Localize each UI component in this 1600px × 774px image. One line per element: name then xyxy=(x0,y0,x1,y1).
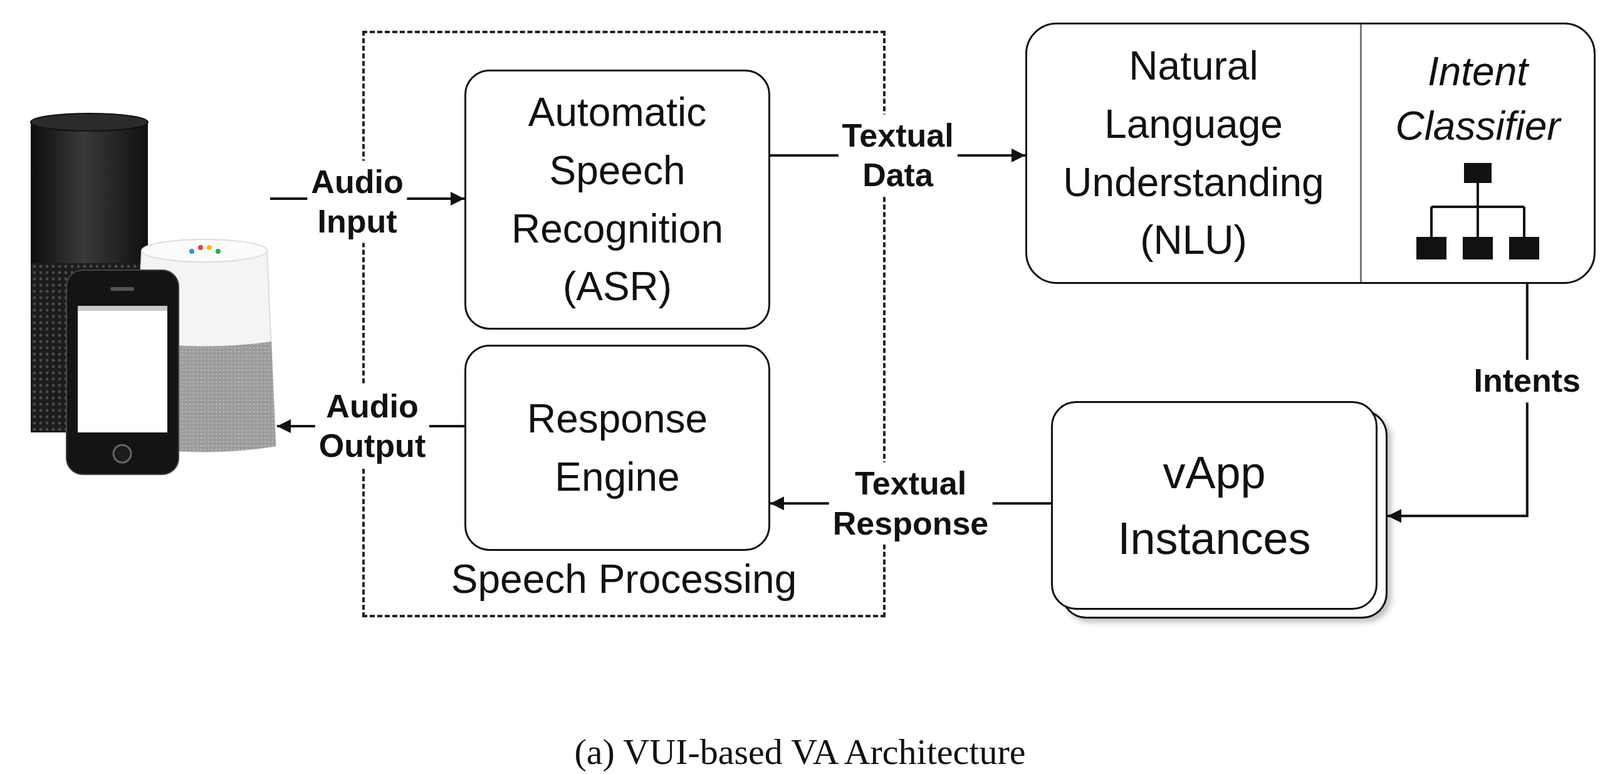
edge-label: Textual Response xyxy=(829,462,993,545)
group-title: Speech Processing xyxy=(364,550,884,609)
node-compartment: Natural Language Understanding (NLU) xyxy=(1027,24,1362,283)
signal-label: Audio Input xyxy=(307,161,407,244)
group-label-holder: Speech Processing xyxy=(364,550,884,609)
node-text: Intent Classifier xyxy=(1371,44,1584,153)
tree-leaf xyxy=(1462,236,1493,260)
tree-leaf xyxy=(1416,236,1447,260)
edge-label: Textual Data xyxy=(837,114,957,197)
home-light xyxy=(215,248,221,254)
device-illustration xyxy=(30,113,276,475)
edge-label: Intents xyxy=(1470,360,1585,403)
home-top xyxy=(141,239,267,262)
stacked-box: vApp Instances xyxy=(1050,401,1378,610)
process-box: Response Engine xyxy=(464,344,771,551)
figure-caption: (a) VUI-based VA Architecture xyxy=(0,730,1600,774)
node-text: vApp Instances xyxy=(1065,439,1364,571)
group-box: Automatic Speech Recognition (ASR) Respon… xyxy=(362,30,886,618)
node-compartment: Intent Classifier xyxy=(1361,24,1594,283)
home-light xyxy=(198,245,204,251)
phone-body xyxy=(66,270,179,475)
node-text: Automatic Speech Recognition (ASR) xyxy=(478,83,756,316)
echo-top xyxy=(30,113,148,131)
phone-screen xyxy=(77,305,168,433)
phone-status-bar xyxy=(77,305,168,311)
node-text: Natural Language Understanding (NLU) xyxy=(1037,36,1350,270)
tree-leaf xyxy=(1509,236,1540,260)
tree-root xyxy=(1464,162,1492,184)
home-light xyxy=(206,245,212,251)
node-text: Response Engine xyxy=(478,389,756,507)
home-light xyxy=(189,248,195,254)
tree-branches xyxy=(1431,183,1525,237)
process-box: Automatic Speech Recognition (ASR) xyxy=(464,69,771,330)
phone-speaker xyxy=(110,287,135,291)
phone-button xyxy=(113,444,131,463)
tree-icon xyxy=(1408,161,1547,262)
process-box: Natural Language Understanding (NLU)Inte… xyxy=(1025,22,1596,284)
signal-label: Audio Output xyxy=(315,385,430,468)
